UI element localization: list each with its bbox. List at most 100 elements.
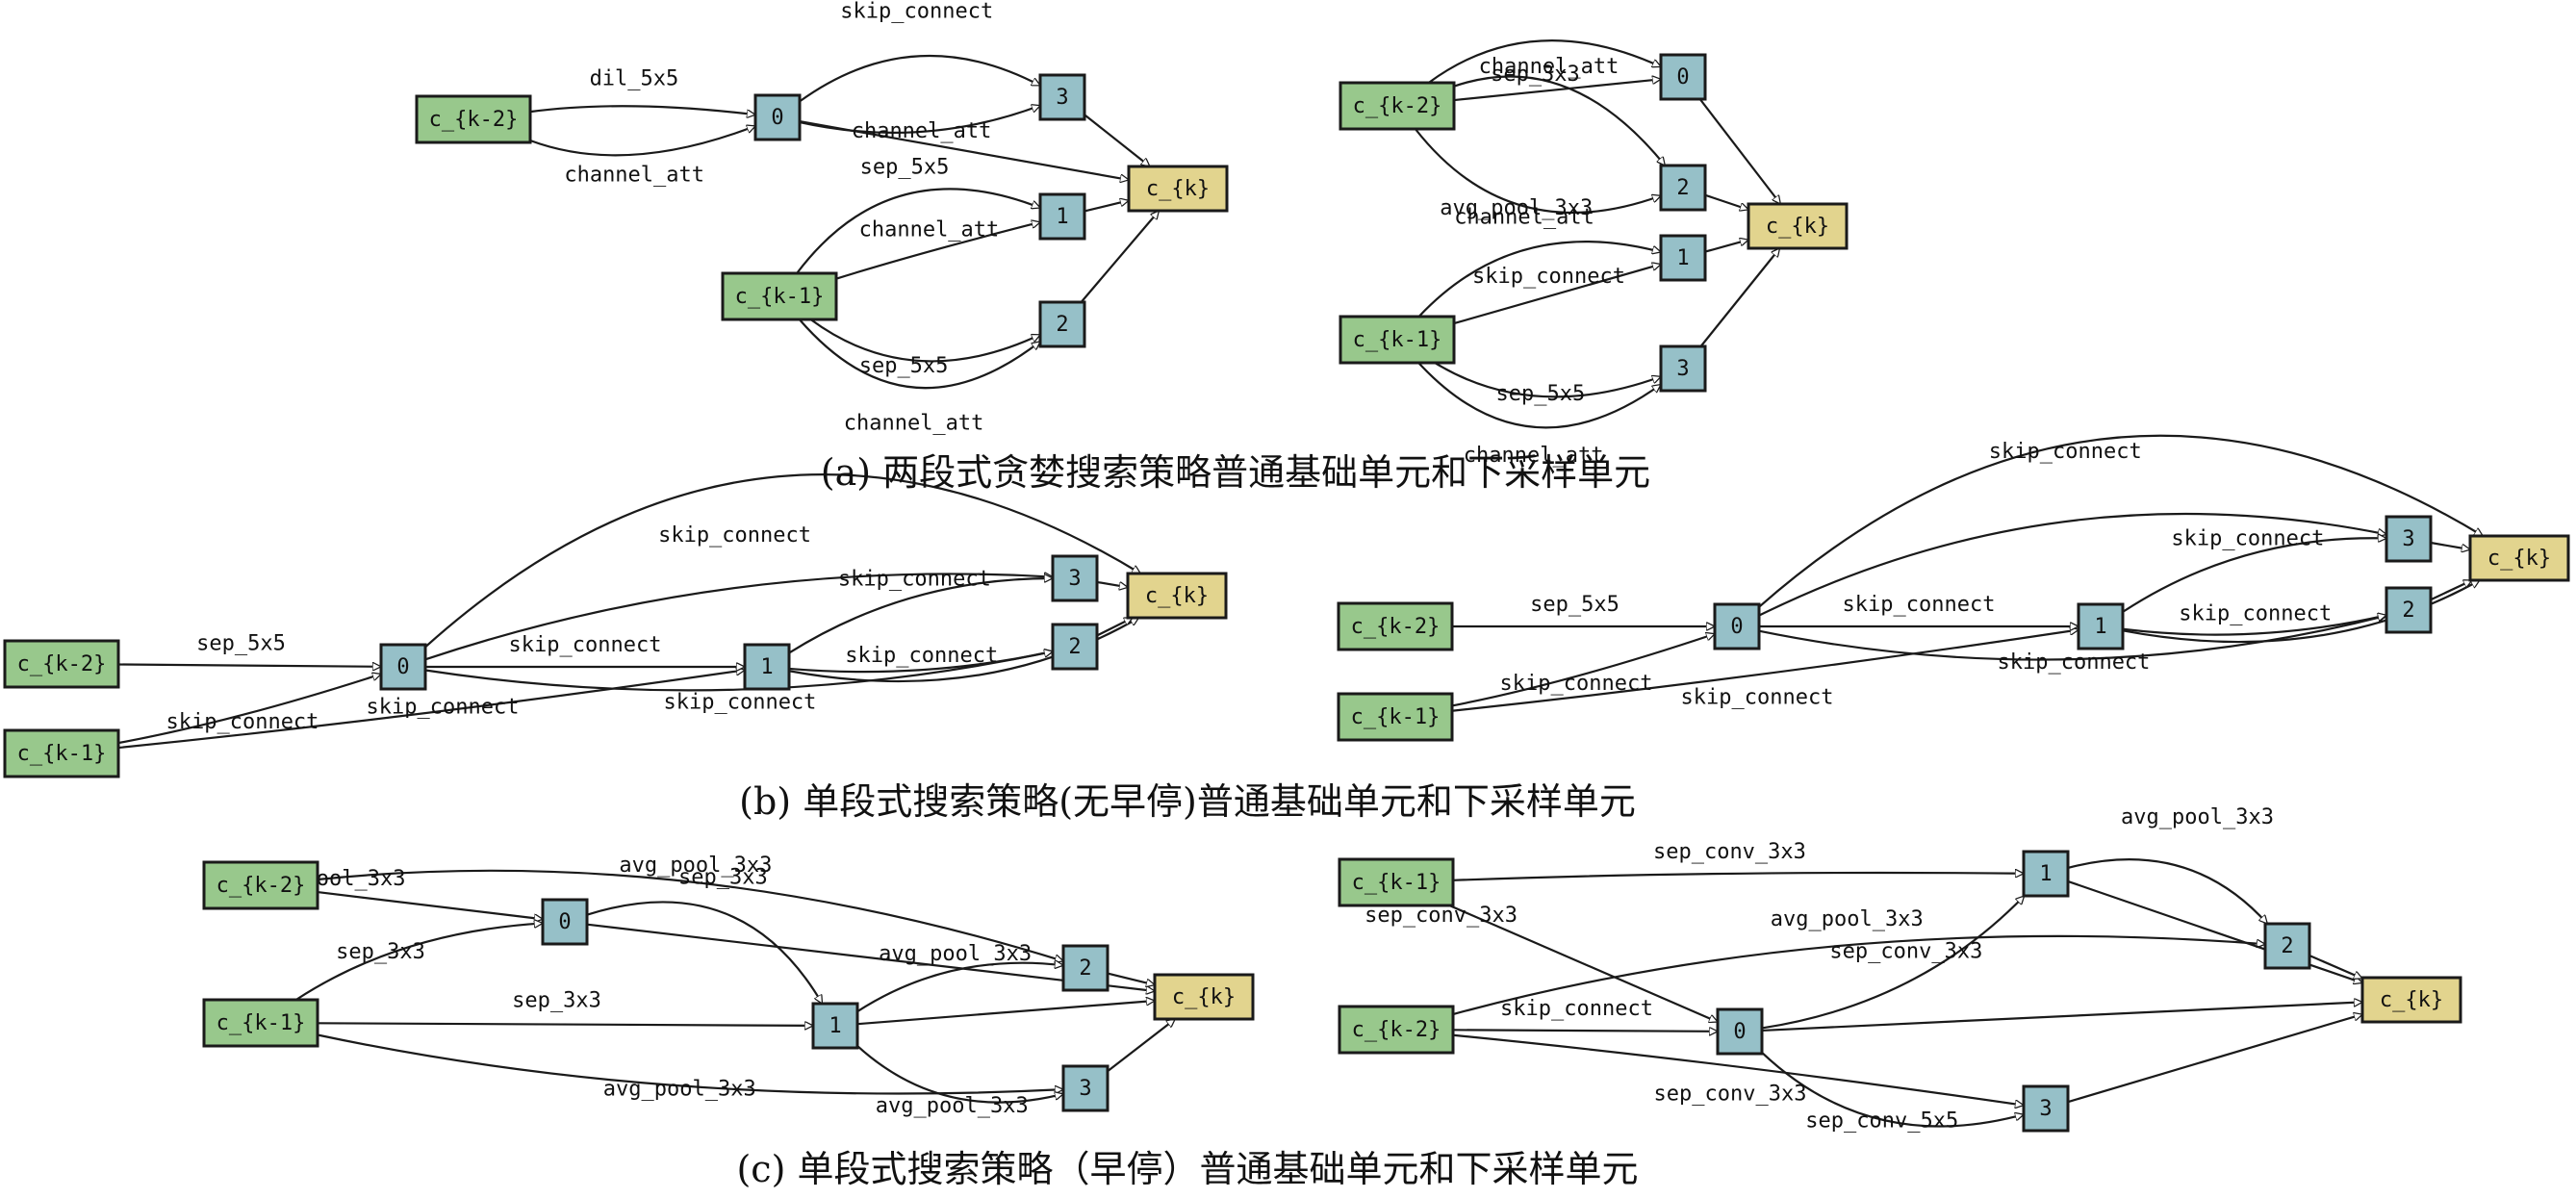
node-b-right-2: 2 xyxy=(2385,586,2433,634)
node-box-b-left-0 xyxy=(379,643,427,691)
edge-c-right-0-to-3 xyxy=(1761,1051,2024,1128)
node-c-left-3: 3 xyxy=(1061,1064,1109,1112)
edge-c-right-3-to-ck xyxy=(2067,1014,2362,1104)
edge-b-right-1-to-3 xyxy=(2122,538,2386,613)
node-box-b-left-3 xyxy=(1051,554,1099,602)
node-c-left-ck-1: c_{k-1} xyxy=(202,998,319,1048)
edge-label-c-right-3: skip_connect xyxy=(1500,997,1653,1021)
edge-label-a-right-1: channel_att xyxy=(1479,55,1620,79)
node-box-c-left-3 xyxy=(1061,1064,1109,1112)
edge-c-left-1-to-ck xyxy=(856,1001,1155,1026)
edge-a-left-3-to-ck xyxy=(1084,114,1150,166)
edge-label-a-right-7: skip_connect xyxy=(1472,265,1625,289)
node-label-b-right-ck-1: c_{k-1} xyxy=(1351,705,1441,729)
node-box-b-right-0 xyxy=(1713,602,1761,650)
edge-a-left-ck-2-to-0 xyxy=(529,126,755,157)
node-box-c-left-ck-2 xyxy=(202,860,319,910)
edge-c-left-1-to-2 xyxy=(856,963,1063,1013)
edge-label-a-right-2: sep_3x3 xyxy=(1491,63,1580,87)
node-a-left-ck-2: c_{k-2} xyxy=(415,94,532,144)
node-b-left-3: 3 xyxy=(1051,554,1099,602)
edge-label-c-left-4: avg_pool_3x3 xyxy=(603,1077,756,1101)
node-label-b-right-2: 2 xyxy=(2402,599,2414,623)
node-b-left-0: 0 xyxy=(379,643,427,691)
node-c-right-0: 0 xyxy=(1716,1007,1764,1056)
edge-c-left-ck-2-to-0 xyxy=(317,891,543,919)
node-label-a-right-0: 0 xyxy=(1676,65,1689,89)
node-c-right-ck-2: c_{k-2} xyxy=(1338,1005,1455,1055)
node-box-a-left-3 xyxy=(1038,73,1086,121)
edge-c-right-ck-2-to-0 xyxy=(1452,1030,1718,1032)
node-a-right-ck-1: c_{k-1} xyxy=(1339,315,1456,365)
node-b-right-ck-1: c_{k-1} xyxy=(1337,692,1454,742)
node-label-a-right-ck-2: c_{k-2} xyxy=(1353,94,1442,118)
edge-a-right-ck-1-to-3 xyxy=(1417,362,1661,429)
edge-b-right-0-to-3 xyxy=(1758,512,2386,617)
node-box-c-right-1 xyxy=(2022,850,2070,898)
edge-c-right-ck-2-to-2 xyxy=(1452,934,2265,1016)
edge-label-b-left-1: skip_connect xyxy=(166,710,319,734)
node-c-right-3: 3 xyxy=(2022,1084,2070,1133)
edge-a-right-ck-1-to-1 xyxy=(1453,265,1661,325)
edge-label-b-left-2: skip_connect xyxy=(367,695,520,719)
node-label-a-left-ck-1: c_{k-1} xyxy=(735,285,825,309)
node-c-left-0: 0 xyxy=(541,898,589,946)
node-box-b-right-ck-2 xyxy=(1337,601,1454,651)
edge-label-c-left-5: sep_3x3 xyxy=(678,865,768,889)
edge-label-a-right-3: channel_att xyxy=(1454,205,1594,229)
node-a-left-3: 3 xyxy=(1038,73,1086,121)
node-box-b-left-1 xyxy=(743,643,791,691)
edge-a-left-0-to-3 xyxy=(799,54,1040,103)
edge-a-left-ck-1-to-1 xyxy=(796,188,1040,274)
edge-a-right-ck-1-to-3 xyxy=(1434,362,1661,398)
edge-a-right-ck-1-to-1 xyxy=(1417,241,1661,318)
edge-b-right-2-to-ck xyxy=(2430,579,2472,601)
node-box-a-right-ck-2 xyxy=(1339,81,1456,131)
edge-label-c-right-4: sep_conv_3x3 xyxy=(1654,1083,1807,1107)
node-label-b-right-0: 0 xyxy=(1730,615,1743,639)
node-a-left-ck: c_{k} xyxy=(1127,165,1229,213)
edge-b-left-1-to-3 xyxy=(788,578,1053,654)
node-b-left-2: 2 xyxy=(1051,623,1099,671)
node-box-c-right-ck-2 xyxy=(1338,1005,1455,1055)
edge-a-left-2-to-ck xyxy=(1080,211,1160,303)
edge-label-c-left-1: avg_pool_3x3 xyxy=(619,854,772,878)
node-label-c-left-2: 2 xyxy=(1079,956,1091,981)
node-box-c-right-3 xyxy=(2022,1084,2070,1133)
node-c-right-2: 2 xyxy=(2263,922,2311,970)
edge-label-a-left-1: channel_att xyxy=(564,164,704,188)
node-b-left-ck-1: c_{k-1} xyxy=(3,728,120,778)
node-box-b-right-1 xyxy=(2077,602,2125,650)
node-box-a-right-ck xyxy=(1747,202,1849,250)
edge-a-right-1-to-ck xyxy=(1704,240,1748,253)
node-label-b-left-0: 0 xyxy=(396,655,409,679)
node-a-right-3: 3 xyxy=(1659,344,1707,393)
node-label-b-left-1: 1 xyxy=(760,655,773,679)
nodes-layer: c_{k-2}03c_{k}1c_{k-1}2c_{k-2}02c_{k}1c_… xyxy=(3,53,2570,1133)
edge-a-left-0-to-3 xyxy=(799,106,1040,134)
node-box-b-left-ck xyxy=(1126,572,1228,620)
node-b-right-0: 0 xyxy=(1713,602,1761,650)
edge-b-right-ck-1-to-1 xyxy=(1451,629,2079,712)
edge-label-b-right-3: skip_connect xyxy=(1843,593,1996,617)
edge-a-right-ck-2-to-2 xyxy=(1414,128,1661,215)
edge-a-right-ck-2-to-0 xyxy=(1453,79,1661,102)
node-box-a-left-0 xyxy=(753,93,802,141)
edge-label-a-right-8: sep_5x5 xyxy=(1496,382,1586,406)
edge-b-left-0-to-3 xyxy=(424,574,1053,661)
edge-b-right-0-to-ck xyxy=(1758,434,2483,608)
node-a-left-1: 1 xyxy=(1038,192,1086,241)
edge-label-c-right-1: sep_conv_3x3 xyxy=(1365,904,1518,928)
edge-a-right-3-to-ck xyxy=(1699,248,1779,347)
node-a-right-0: 0 xyxy=(1659,53,1707,101)
edge-b-left-2-to-ck xyxy=(1096,617,1133,637)
edge-a-right-0-to-ck xyxy=(1698,98,1782,204)
node-label-a-right-2: 2 xyxy=(1676,176,1689,200)
edge-a-right-ck-2-to-0 xyxy=(1428,39,1661,84)
edge-b-left-0-to-2 xyxy=(424,651,1053,692)
node-label-a-left-ck: c_{k} xyxy=(1146,177,1210,201)
edge-label-b-left-5: skip_connect xyxy=(663,691,816,715)
edge-label-c-right-2: avg_pool_3x3 xyxy=(1771,907,1924,931)
node-a-left-ck-1: c_{k-1} xyxy=(721,271,838,321)
edge-label-c-right-5: sep_conv_3x3 xyxy=(1829,940,1982,964)
